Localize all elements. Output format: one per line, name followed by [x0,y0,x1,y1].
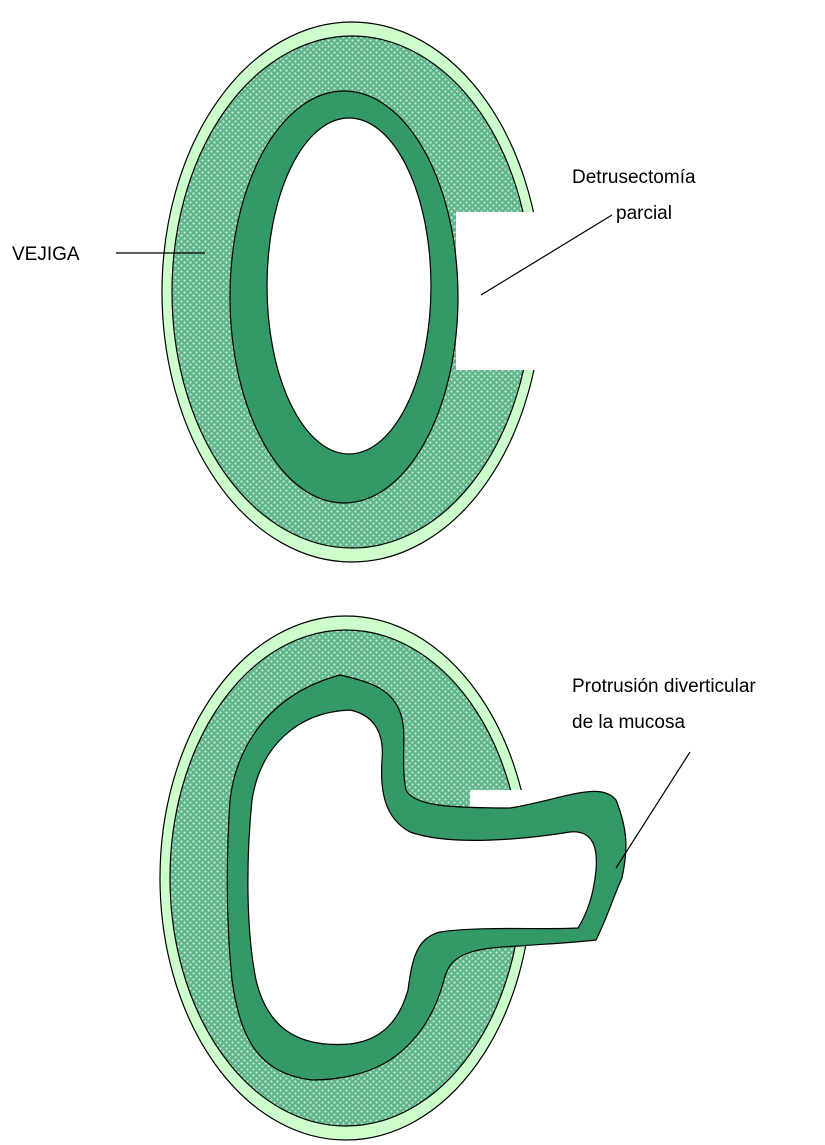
bladder-bottom [160,616,626,1140]
protrusion-label-line2: de la mucosa [572,712,685,733]
bladder-lumen-top [267,118,431,454]
detrusectomy-leader-line [481,215,612,295]
detrusectomy-label-line2: parcial [616,203,672,224]
protrusion-label-line1: Protrusión diverticular [572,676,756,697]
detrusectomy-label-line1: Detrusectomía [572,167,696,188]
protrusion-leader-line [616,752,690,868]
vejiga-label: VEJIGA [12,244,80,265]
